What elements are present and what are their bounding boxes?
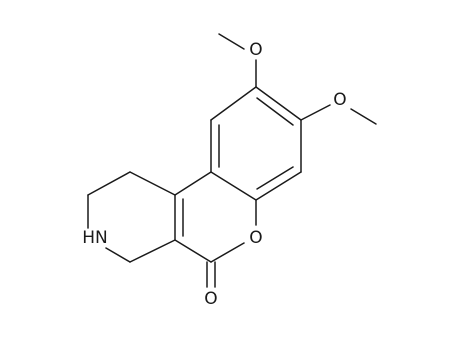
bond-methyl-top — [218, 33, 245, 50]
atom-label-ring-oxygen: O — [249, 228, 262, 248]
bond-benzene-1 — [255, 86, 302, 121]
bond-o-carbonyl — [210, 242, 245, 263]
bond-benzene-1-double — [256, 97, 294, 126]
bond-pip-4 — [105, 247, 131, 263]
atom-labels: O O O O HN — [82, 40, 346, 309]
bond-benzene-6 — [210, 86, 257, 121]
bond-benzene-4 — [210, 171, 257, 201]
bond-pip-1 — [129, 171, 176, 196]
atom-label-amine-nitrogen: HN — [82, 228, 108, 248]
atom-label-carbonyl-oxygen: O — [204, 289, 217, 309]
bond-benzene-3-double — [256, 166, 294, 190]
bond-c-beta-aryl — [174, 171, 212, 196]
bond-methoxy-right-o-c — [300, 104, 331, 121]
bond-pip-2 — [87, 171, 131, 196]
bond-benzene-3 — [255, 171, 302, 201]
atom-label-methoxy-oxygen-right: O — [333, 90, 346, 110]
bonds — [87, 33, 377, 288]
bond-pip-5 — [129, 239, 176, 263]
bond-methyl-right — [350, 108, 377, 125]
bond-carbonyl-c-alpha — [174, 239, 212, 263]
atom-label-methoxy-oxygen-top: O — [249, 40, 262, 60]
